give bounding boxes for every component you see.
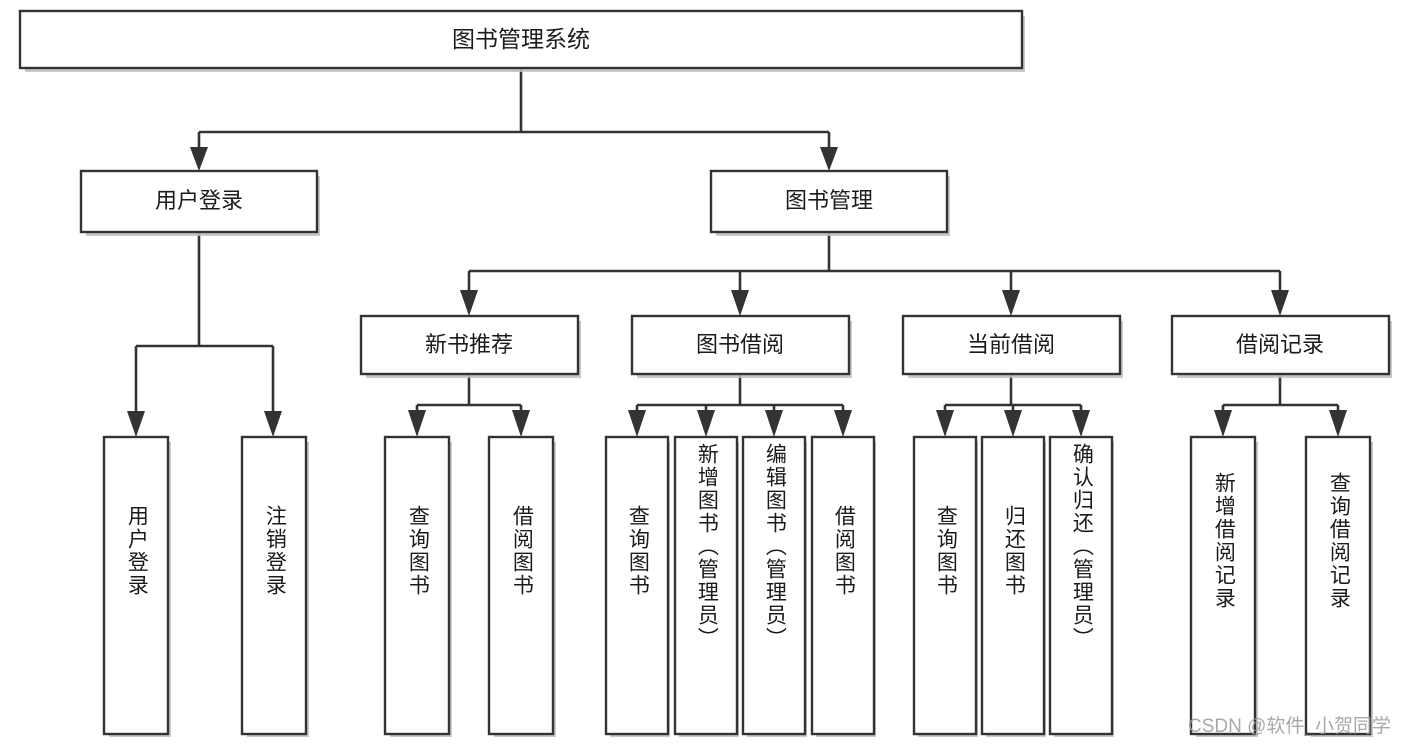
node-borrow-record[interactable] <box>1170 314 1391 376</box>
node-layer: 图书管理系统 用户登录 图书管理 新书推荐 图书借阅 当前借阅 借阅记录 <box>18 9 1392 737</box>
arrowhead-leaf-user-login <box>127 411 145 437</box>
arrowhead-new-book-recommend <box>460 290 478 316</box>
arrowhead-current-borrow <box>1002 290 1020 316</box>
arrowhead-leaf-borrow-book-1 <box>512 410 530 437</box>
arrowhead-leaf-query-record <box>1329 410 1347 437</box>
node-leaf-borrow-book-1[interactable] <box>487 435 555 736</box>
node-root[interactable] <box>18 9 1024 70</box>
node-user-login-label: 用户登录 <box>155 188 243 213</box>
arrowhead-leaf-user-logout <box>264 411 282 437</box>
node-new-book-recommend[interactable] <box>359 314 580 376</box>
node-leaf-edit-book[interactable] <box>741 435 807 736</box>
node-leaf-query-book-1[interactable] <box>383 435 451 736</box>
arrowhead-leaf-edit-book <box>765 410 783 437</box>
node-leaf-query-record[interactable] <box>1304 435 1372 736</box>
connector-layer <box>127 68 1347 437</box>
arrowhead-book-borrow <box>731 290 749 316</box>
node-root-label: 图书管理系统 <box>452 26 590 52</box>
arrowhead-leaf-query-book-1 <box>408 410 426 437</box>
arrowhead-leaf-borrow-book-2 <box>834 410 852 437</box>
node-leaf-user-logout[interactable] <box>240 435 308 736</box>
node-book-management-label: 图书管理 <box>785 188 873 213</box>
arrowhead-book-management <box>820 147 838 171</box>
node-borrow-record-label: 借阅记录 <box>1236 332 1324 357</box>
arrowhead-leaf-confirm-return <box>1072 410 1090 437</box>
arrowhead-borrow-record <box>1271 290 1289 316</box>
arrowhead-leaf-return-book <box>1004 410 1022 437</box>
csdn-watermark: CSDN @软件_小贺同学 <box>1188 716 1391 737</box>
node-leaf-borrow-book-2[interactable] <box>810 435 876 736</box>
node-leaf-query-book-3[interactable] <box>912 435 978 736</box>
node-leaf-query-book-2[interactable] <box>604 435 670 736</box>
node-leaf-user-login[interactable] <box>102 435 170 736</box>
arrowhead-leaf-add-record <box>1214 410 1232 437</box>
node-current-borrow[interactable] <box>901 314 1122 376</box>
node-leaf-add-record[interactable] <box>1189 435 1257 736</box>
node-leaf-confirm-return[interactable] <box>1048 435 1114 736</box>
arrowhead-leaf-add-book <box>697 410 715 437</box>
node-book-management[interactable] <box>709 169 949 234</box>
node-leaf-return-book[interactable] <box>980 435 1046 736</box>
arrowhead-leaf-query-book-3 <box>936 410 954 437</box>
node-user-login[interactable] <box>79 169 319 234</box>
node-new-book-recommend-label: 新书推荐 <box>425 332 513 357</box>
node-leaf-add-book[interactable] <box>673 435 739 736</box>
arrowhead-user-login <box>190 147 208 171</box>
node-book-borrow-label: 图书借阅 <box>696 332 784 357</box>
arrowhead-leaf-query-book-2 <box>628 410 646 437</box>
node-book-borrow[interactable] <box>630 314 851 376</box>
node-current-borrow-label: 当前借阅 <box>967 332 1055 357</box>
